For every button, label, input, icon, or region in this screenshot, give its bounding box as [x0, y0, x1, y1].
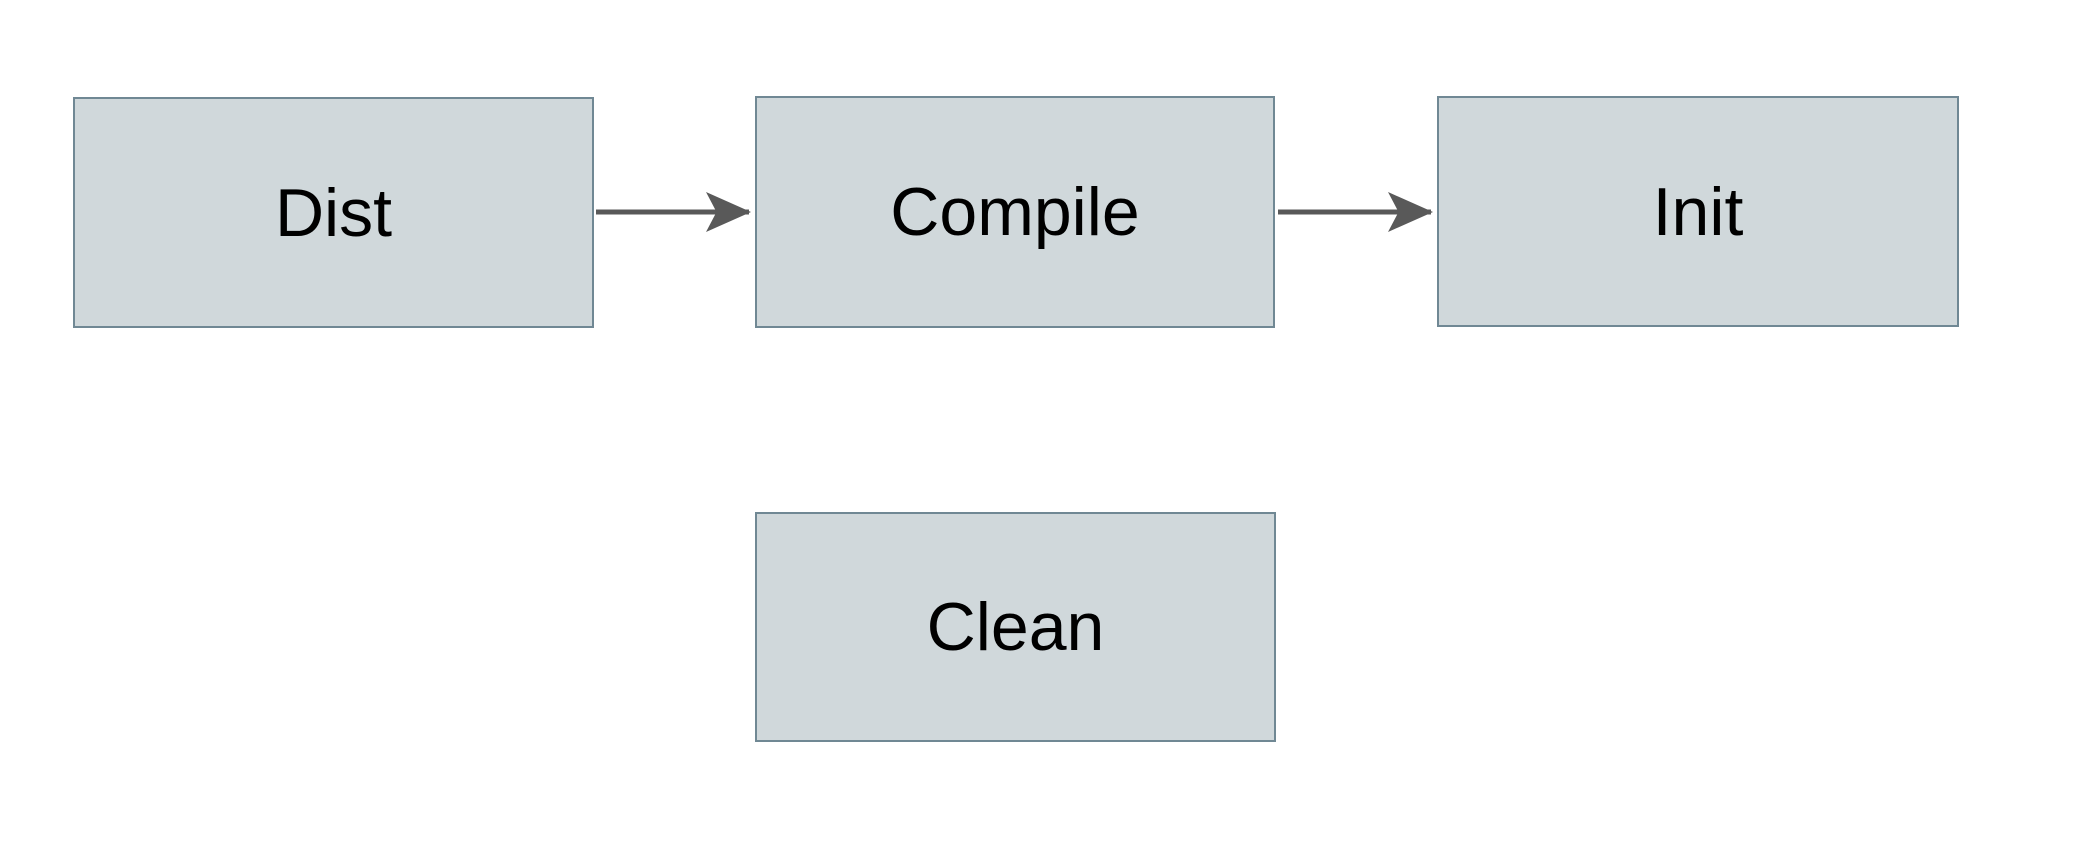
node-compile[interactable]: Compile — [755, 96, 1275, 328]
node-clean-label: Clean — [926, 589, 1105, 665]
node-init-label: Init — [1652, 173, 1744, 250]
node-dist[interactable]: Dist — [73, 97, 594, 328]
node-dist-label: Dist — [274, 174, 393, 251]
node-compile-label: Compile — [890, 174, 1140, 250]
node-init[interactable]: Init — [1437, 96, 1959, 327]
node-clean[interactable]: Clean — [755, 512, 1276, 742]
